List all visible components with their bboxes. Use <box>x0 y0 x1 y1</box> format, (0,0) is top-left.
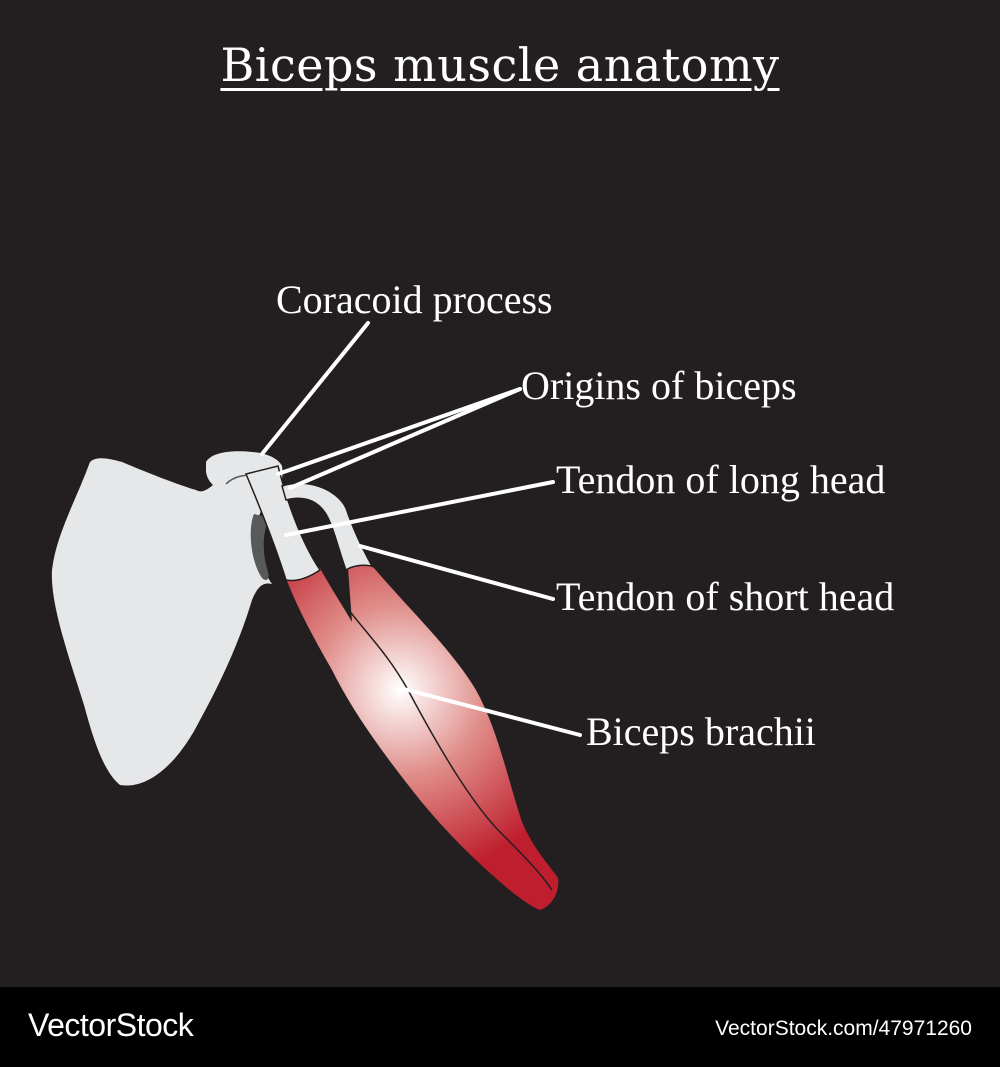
label-tendon-of-short-head: Tendon of short head <box>556 574 895 619</box>
footer-bar: VectorStock VectorStock.com/47971260 <box>0 987 1000 1067</box>
biceps-illustration <box>51 321 582 910</box>
diagram-title: Biceps muscle anatomy <box>220 38 780 92</box>
label-tendon-of-long-head: Tendon of long head <box>556 457 886 502</box>
label-coracoid-process: Coracoid process <box>276 277 553 322</box>
leader-line-brachii <box>398 686 582 737</box>
biceps-muscle <box>286 564 559 910</box>
label-biceps-brachii: Biceps brachii <box>586 709 816 754</box>
leader-line-short-head <box>358 544 555 601</box>
footer-image-url: VectorStock.com/47971260 <box>715 1017 972 1040</box>
leader-lines <box>260 321 582 737</box>
leader-line-origins-1 <box>276 387 522 476</box>
leader-line-origins-2 <box>288 387 522 490</box>
glenoid-fossa <box>250 514 270 580</box>
footer-brand-logo: VectorStock <box>28 1007 194 1043</box>
scapula-bone <box>51 458 272 786</box>
leader-line-coracoid <box>260 321 370 456</box>
tendon-of-long-head <box>244 465 322 582</box>
label-origins-of-biceps: Origins of biceps <box>521 363 797 408</box>
tendon-of-short-head <box>281 482 374 572</box>
leader-line-long-head <box>284 480 555 537</box>
muscle-head-division <box>321 569 553 891</box>
